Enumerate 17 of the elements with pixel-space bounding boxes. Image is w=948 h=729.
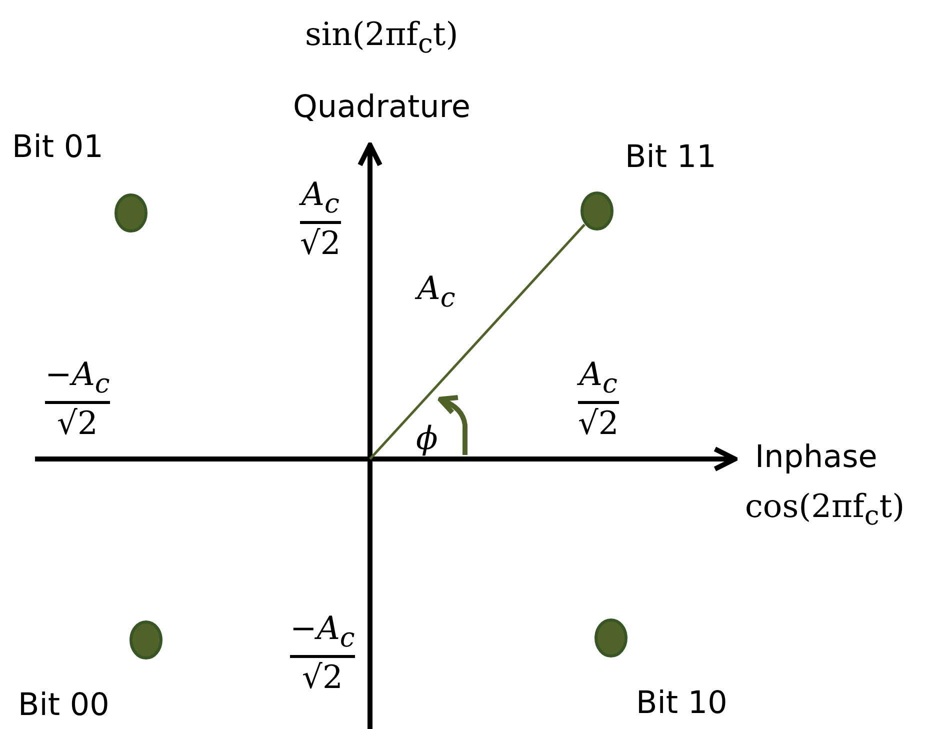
fraction-denominator: √2 [57, 407, 98, 440]
bit-label: Bit 00 [18, 690, 110, 721]
axis-title: Inphase [755, 442, 878, 473]
fraction-numerator: A$_{c}$ [301, 178, 340, 218]
bit-label: Bit 01 [12, 132, 104, 163]
fraction-numerator: A$_{c}$ [579, 358, 618, 398]
fraction-denominator: √2 [300, 227, 341, 260]
fraction-numerator: −A$_{c}$ [45, 358, 110, 398]
fraction-denominator: √2 [302, 661, 343, 694]
angle-symbol: ϕ [416, 422, 438, 454]
bit-label: Bit 11 [625, 142, 716, 173]
axis-title: Quadrature [293, 92, 470, 123]
fraction-numerator: −A$_{c}$ [290, 612, 355, 652]
fraction-denominator: √2 [578, 407, 619, 440]
bit-label: Bit 10 [636, 688, 728, 719]
axis-formula: cos(2πf$_{c}$t) [745, 490, 905, 530]
axis-formula: sin(2πf$_{c}$t) [305, 18, 458, 58]
